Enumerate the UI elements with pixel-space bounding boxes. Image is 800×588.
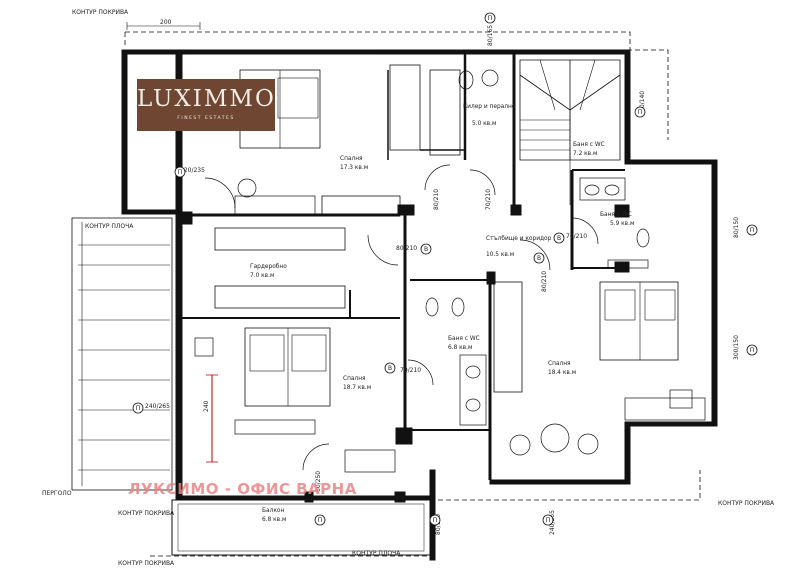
window-marker: П <box>750 227 755 234</box>
window-marker: П <box>178 169 183 176</box>
door-dim: 70/210 <box>485 189 492 210</box>
window-dim: 300/150 <box>733 335 740 360</box>
door-dim: 70/210 <box>566 233 587 240</box>
window-marker: П <box>136 405 141 412</box>
logo-tagline: FINEST ESTATES <box>177 116 235 121</box>
room-area: 7.2 кв.м <box>573 149 597 157</box>
window-dim: 80/150 <box>733 217 740 238</box>
luximmo-logo: LUXIMMO FINEST ESTATES <box>137 79 275 131</box>
window-marker: П <box>318 517 323 524</box>
room-area: 10.5 кв.м <box>486 250 514 258</box>
door-dim: 80/210 <box>541 271 548 292</box>
room-name: Баня с WC <box>600 210 632 218</box>
window-dim: 220/235 <box>180 167 205 174</box>
room-name: Спалня <box>340 154 363 162</box>
room-name: Балкон <box>262 506 284 514</box>
door-marker: B <box>537 255 541 262</box>
roof-outline-note: КОНТУР ПОКРИВА <box>72 9 129 16</box>
window-dim: 80/140 <box>639 91 646 112</box>
door-dim: 80/210 <box>396 245 417 252</box>
room-area: 17.3 кв.м <box>340 163 368 171</box>
door-marker: B <box>424 246 428 253</box>
logo-text: LUXIMMO <box>137 86 276 112</box>
door-marker: B <box>388 365 392 372</box>
window-marker: П <box>750 347 755 354</box>
roof-outline-note: КОНТУР ПОКРИВА <box>118 560 175 567</box>
window-dim: 60/250 <box>315 471 322 492</box>
dim-240: 240 <box>203 400 210 412</box>
slab-outline-note: КОНТУР ПЛОЧА <box>85 223 134 230</box>
room-area: 18.7 кв.м <box>343 383 371 391</box>
door-marker: B <box>557 235 561 242</box>
room-name: Баня с WC <box>448 334 480 342</box>
room-area: 18.4 кв.м <box>548 368 576 376</box>
window-marker: П <box>488 15 493 22</box>
door-dim: 80/210 <box>433 189 440 210</box>
room-area: 5.9 кв.м <box>610 219 634 227</box>
window-marker: П <box>546 517 551 524</box>
watermark: ЛУКСИМО - ОФИС ВАРНА <box>128 480 357 498</box>
room-area: 5.0 кв.м <box>472 119 496 127</box>
window-marker: П <box>638 109 643 116</box>
room-name: Стълбище и коридор <box>486 234 552 242</box>
pergola-note: ПЕРГОЛО <box>42 490 72 497</box>
room-name: Спалня <box>343 374 366 382</box>
room-name: Баня с WC <box>573 140 605 148</box>
window-dim: 80/150 <box>435 514 442 535</box>
door-dim: 70/210 <box>400 367 421 374</box>
room-area: 7.0 кв.м <box>250 271 274 279</box>
roof-outline-note: КОНТУР ПОКРИВА <box>718 500 775 507</box>
window-marker: П <box>433 517 438 524</box>
slab-outline-note: КОНТУР ПЛОЧА <box>352 550 401 557</box>
room-area: 6.8 кв.м <box>448 343 472 351</box>
room-name: Спалня <box>548 359 571 367</box>
dim-200: 200 <box>160 19 172 26</box>
window-dim: 80/165 <box>487 25 494 46</box>
roof-outline-note: КОНТУР ПОКРИВА <box>118 510 175 517</box>
window-dim: 240/265 <box>145 403 170 410</box>
room-area: 6.8 кв.м <box>262 515 286 523</box>
room-name: Гардеробно <box>250 262 287 270</box>
room-name: Килер и перално <box>463 102 516 110</box>
